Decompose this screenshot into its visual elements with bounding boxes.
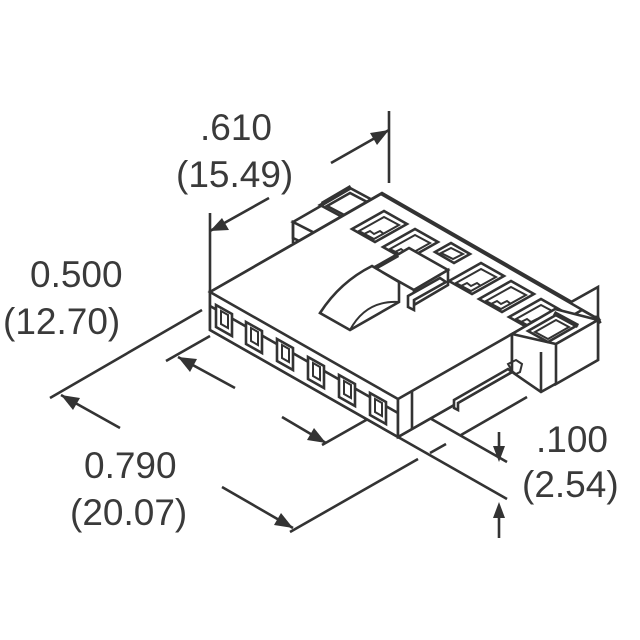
top-window-4 (446, 261, 507, 296)
dimension-width-mm: (15.49) (176, 154, 293, 195)
latch (318, 246, 451, 332)
top-window-1 (349, 209, 410, 244)
dimension-depth-label: 0.500 (12.70) (3, 254, 123, 342)
dimension-pitch-inch: .100 (536, 419, 608, 460)
cavity-4 (306, 354, 326, 391)
dimension-depth-inch: 0.500 (30, 254, 123, 295)
dimension-length-mm: (20.07) (70, 492, 187, 533)
cavity-2 (244, 319, 264, 356)
dimension-depth-mm: (12.70) (3, 301, 120, 342)
dimension-length-label: 0.790 (20.07) (70, 445, 187, 533)
top-window-3 (432, 241, 473, 265)
cavity-5 (337, 372, 357, 409)
dimension-pitch-label: .100 (2.54) (522, 419, 619, 505)
dimension-pitch-lines (493, 432, 505, 538)
cavity-1 (214, 302, 234, 339)
cavity-6 (368, 390, 388, 427)
dimension-depth-lines (49, 308, 236, 430)
front-cavities (214, 302, 388, 427)
cavity-3 (275, 336, 295, 373)
top-windows (349, 209, 567, 332)
top-window-5 (476, 279, 537, 314)
dimension-width-label: .610 (15.49) (176, 107, 293, 195)
dimension-width-inch: .610 (200, 107, 272, 148)
dimension-width-lines (208, 111, 391, 292)
dimension-length-inch: 0.790 (84, 445, 177, 486)
right-latch-block (452, 307, 602, 413)
dimension-pitch-mm: (2.54) (522, 464, 619, 505)
